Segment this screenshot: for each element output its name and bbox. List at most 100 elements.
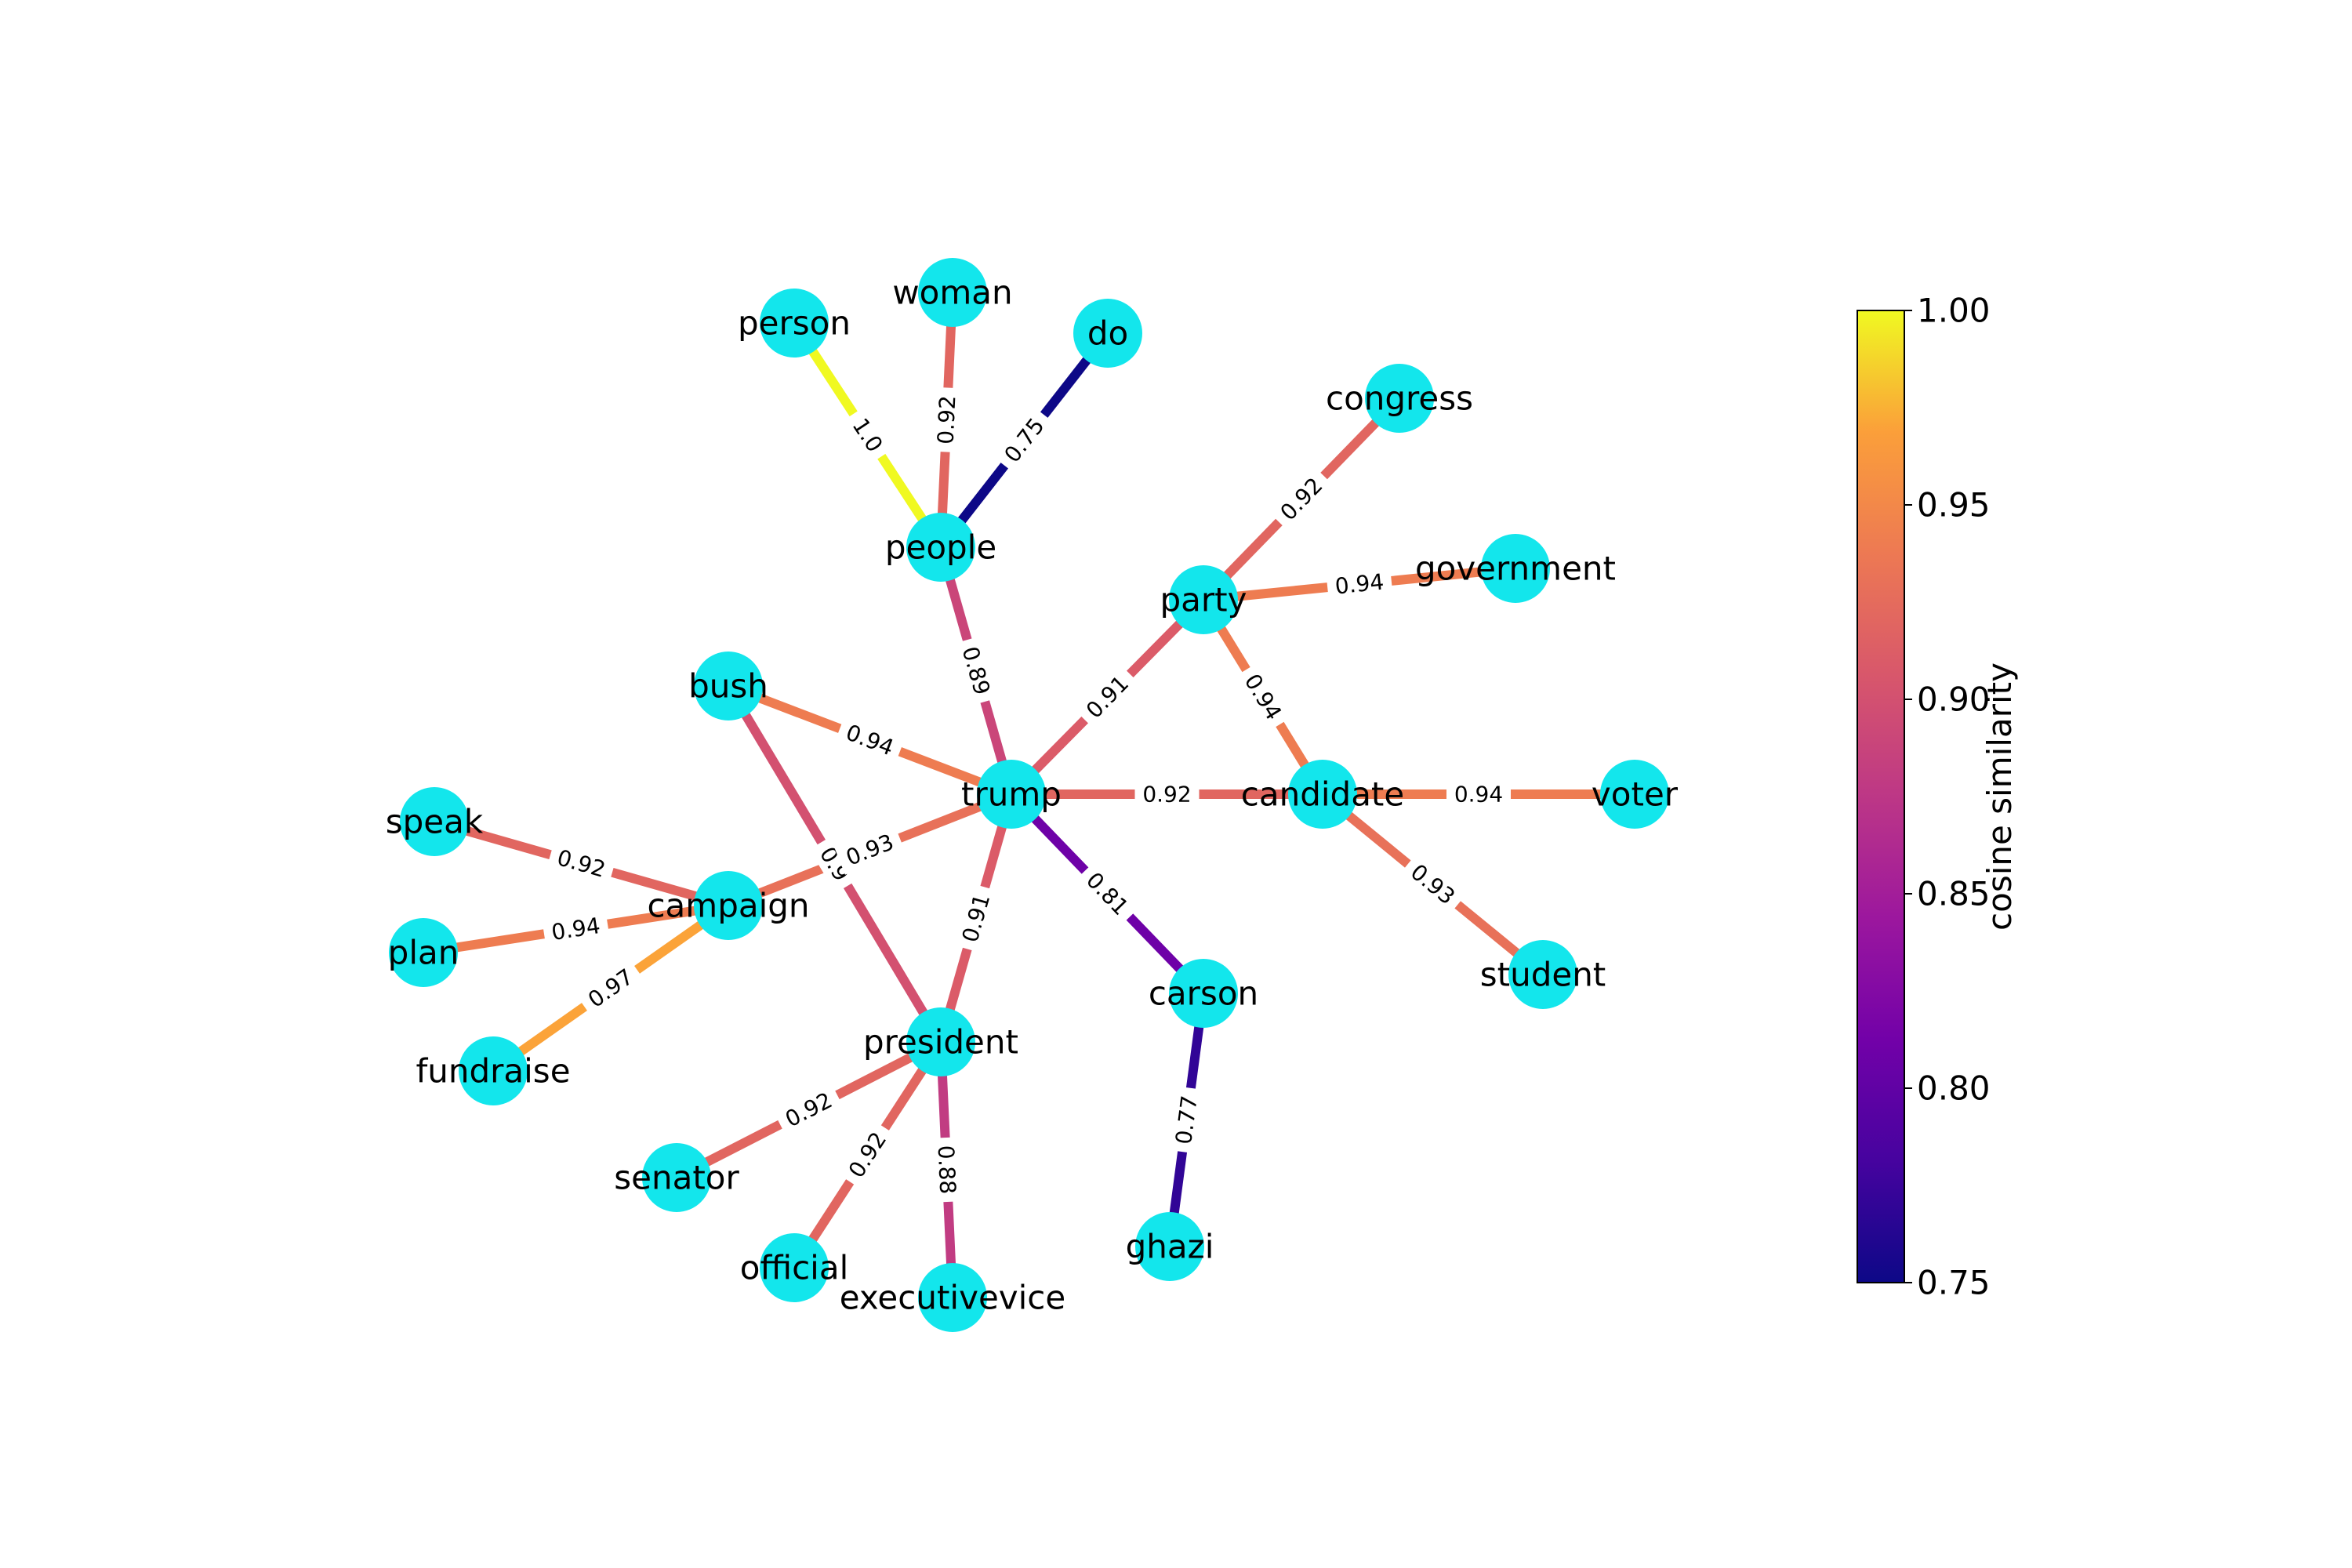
edge-label-bush-trump: 0.94 [834,715,906,765]
edge-label-president-trump: 0.91 [953,883,999,953]
node-label-party: party [1160,581,1247,619]
edge-label-background [1234,662,1292,732]
edge-label-speak-campaign: 0.92 [546,840,616,887]
edge-label-background [1326,566,1393,602]
node-label-people: people [885,528,996,567]
nodes-layer [389,258,1669,1332]
edge-label-background [1168,1086,1205,1154]
edge-weight-label: 0.89 [957,644,996,698]
colorbar-tick-label: 0.75 [1917,1264,1991,1302]
node-trump [977,760,1046,829]
node-executivevice [918,1263,987,1332]
edge-label-background [773,1082,844,1138]
edge-label-background [931,1137,963,1203]
node-woman [918,258,987,327]
node-label-ghazi: ghazi [1126,1228,1214,1266]
colorbar-tick-label: 0.90 [1917,681,1991,719]
edge-label-campaign-trump: 0.93 [834,825,906,875]
node-congress [1365,364,1434,433]
edge-label-party-government: 0.94 [1326,566,1393,602]
edge-label-background [834,715,906,765]
colorbar-tick-label: 0.95 [1917,486,1991,524]
colorbar: 0.750.800.850.900.951.00 cosine similari… [1857,292,2019,1302]
node-student [1508,940,1577,1009]
edge-label-people-trump: 0.89 [953,636,999,706]
edge-label-background [838,1120,897,1190]
colorbar-tick-label: 0.80 [1917,1069,1991,1108]
node-carson [1169,959,1238,1028]
edge-weight-label: 0.77 [1171,1094,1203,1145]
node-label-government: government [1415,550,1616,588]
edge-label-background [1134,780,1200,808]
edge-weight-label: 0.92 [933,395,961,445]
edge-weight-label: 0.92 [1142,782,1191,808]
node-candidate [1288,760,1357,829]
edge-label-trump-candidate: 0.92 [1134,780,1200,808]
edge-label-background [841,405,894,465]
colorbar-ticks: 0.750.800.850.900.951.00 [1904,292,1991,1302]
node-senator [642,1143,711,1212]
edge-label-candidate-voter: 0.94 [1446,780,1511,808]
node-label-plan: plan [388,934,459,972]
edge-weight-label: 0.94 [550,913,602,946]
edge-label-do-people: 0.75 [993,406,1055,474]
node-label-official: official [740,1249,848,1287]
edge-label-background [809,834,860,894]
edge-label-background [542,909,610,949]
edge-label-congress-party: 0.92 [1269,466,1334,532]
node-label-woman: woman [892,274,1012,312]
node-label-speak: speak [386,803,484,841]
node-label-student: student [1480,956,1606,994]
edge-label-senator-president: 0.92 [773,1082,844,1138]
edge-label-background [993,406,1055,474]
edge-label-official-president: 0.92 [838,1120,897,1190]
node-person [760,289,829,358]
edge-weight-label: 0.94 [1454,782,1503,808]
node-label-fundraise: fundraise [416,1052,570,1091]
node-government [1481,534,1550,603]
node-fundraise [459,1036,528,1105]
edge-weight-label: 0.94 [1334,568,1385,599]
edge-weight-label: 0.91 [957,891,996,946]
node-party [1169,565,1238,634]
edge-weight-label: 0.88 [933,1145,961,1195]
edge-label-fundraise-campaign: 0.97 [576,958,645,1018]
edge-label-woman-people: 0.92 [931,387,963,453]
edge-label-background [1446,780,1511,808]
node-label-president: president [863,1023,1018,1062]
node-campaign [694,871,763,940]
node-label-do: do [1087,314,1128,353]
edge-label-background [953,636,999,706]
node-label-person: person [738,304,851,343]
node-official [760,1233,829,1302]
node-plan [389,918,458,987]
edge-label-background [834,825,906,875]
node-label-campaign: campaign [647,887,809,925]
edge-label-background [576,958,645,1018]
node-bush [694,652,763,720]
edge-label-party-candidate: 0.94 [1234,662,1292,732]
node-labels-layer: trumppeoplepersonwomandopartycongressgov… [386,274,1679,1317]
edge-label-background [546,840,616,887]
edge-label-background [953,883,999,953]
edge-label-background [1075,860,1140,927]
node-president [906,1007,975,1076]
node-label-trump: trump [961,775,1062,814]
colorbar-title: cosine similarity [1980,662,2019,931]
node-people [906,513,975,582]
node-ghazi [1135,1212,1204,1281]
edge-label-president-executivevice: 0.88 [931,1137,963,1203]
edge-label-background [1269,466,1334,532]
colorbar-gradient [1857,310,1905,1283]
node-label-voter: voter [1592,775,1679,814]
edge-label-plan-campaign: 0.94 [542,909,610,949]
node-label-executivevice: executivevice [840,1279,1066,1317]
node-label-senator: senator [614,1159,739,1197]
node-label-candidate: candidate [1241,775,1404,814]
edge-weight-label: 0.92 [554,844,608,883]
node-speak [400,787,469,856]
node-label-carson: carson [1149,975,1258,1013]
edge-label-background [931,387,963,453]
